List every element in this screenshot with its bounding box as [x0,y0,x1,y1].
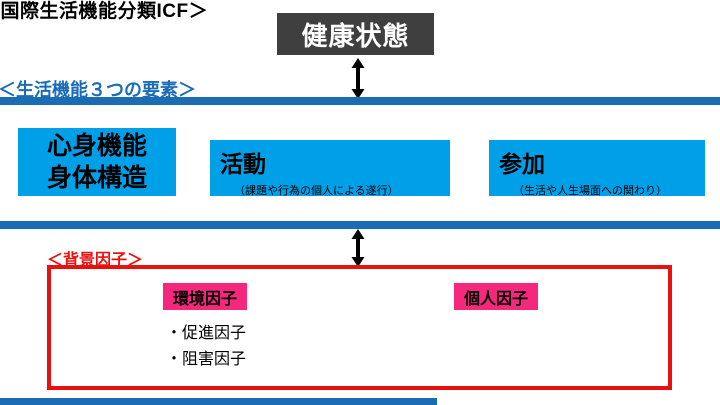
diagram-title: ＜国際生活機能分類ICF＞ [0,1,209,22]
activity-box: 活動 （課題や行為の個人による遂行） [210,140,450,197]
participation-subtitle: （生活や人生場面への関わり） [513,185,667,197]
blue-bar-top [0,97,720,105]
double-arrow-bottom-icon [351,229,365,267]
life-function-header: ＜生活機能３つの要素＞ [0,80,196,100]
environment-detail-barrier: ・阻害因子 [166,351,247,368]
background-factor-header: ＜背景因子＞ [47,252,144,269]
activity-subtitle: （課題や行為の個人による遂行） [234,185,399,197]
environment-factor-label: 環境因子 [172,290,237,308]
body-function-label-line2: 身体構造 [46,164,147,192]
personal-factor-label: 個人因子 [463,290,528,308]
blue-bar-bottom [0,398,437,405]
environment-detail-facilitator: ・促進因子 [166,325,247,342]
background-factor-box [47,265,672,390]
blue-bar-middle [0,221,720,229]
personal-factor-badge: 個人因子 [454,283,538,310]
participation-box: 参加 （生活や人生場面への関わり） [489,140,705,197]
health-status-label: 健康状態 [301,20,410,51]
double-arrow-top-icon [351,58,365,99]
body-function-box: 心身機能 身体構造 [18,128,176,196]
environment-factor-badge: 環境因子 [163,283,247,310]
health-status-box: 健康状態 [277,13,434,55]
activity-label: 活動 [220,151,266,177]
body-function-label-line1: 心身機能 [46,132,147,160]
participation-label: 参加 [499,151,545,177]
